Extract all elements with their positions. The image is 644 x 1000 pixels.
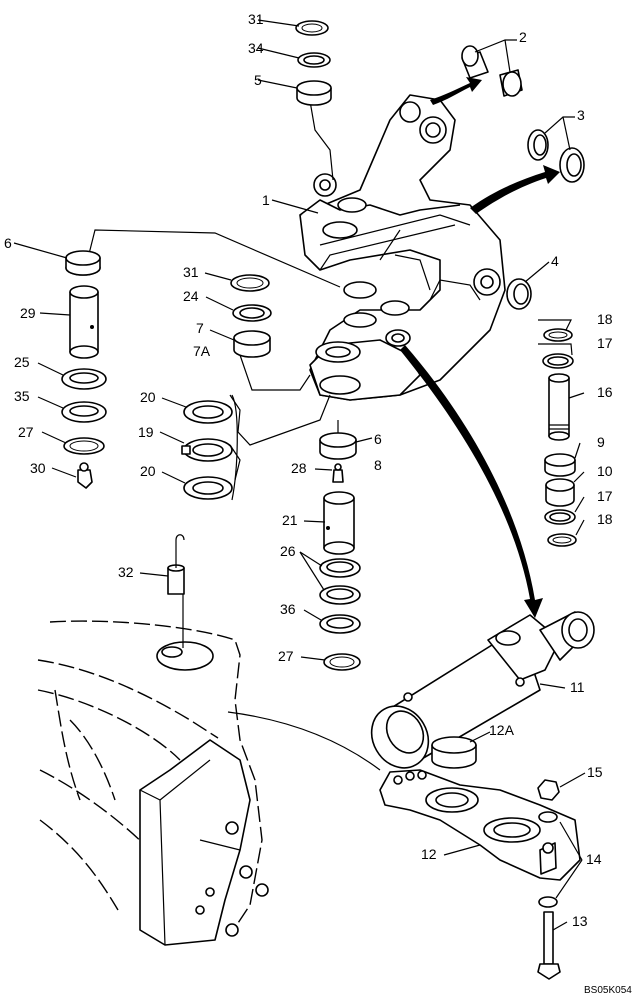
callout-30: 30: [30, 460, 46, 476]
bushing-10: [545, 478, 575, 507]
bushing-2b: [499, 69, 523, 97]
callout-26: 26: [280, 543, 296, 559]
callout-6-center: 6: [374, 431, 382, 447]
callout-25: 25: [14, 354, 30, 370]
washer-26a: [319, 558, 361, 578]
callout-24: 24: [183, 288, 199, 304]
callout-15: 15: [587, 764, 603, 780]
callout-leaders: [13, 19, 586, 931]
callout-7: 7: [196, 320, 204, 336]
callout-6-left: 6: [4, 235, 12, 251]
callout-28: 28: [291, 460, 307, 476]
bushing-6-center: [319, 432, 357, 460]
bushing-7: [233, 330, 271, 358]
callout-4: 4: [551, 253, 559, 269]
bushing-4: [506, 278, 532, 310]
washer-25: [61, 368, 107, 390]
bushing-9: [544, 453, 576, 477]
shim-19: [181, 438, 233, 462]
pin-16: [548, 373, 570, 441]
figure-code: BS05K054: [584, 985, 632, 996]
callout-8: 8: [374, 457, 382, 473]
bushing-6-left: [65, 250, 101, 276]
callout-11: 11: [570, 679, 585, 695]
grease-fitting-28: [332, 463, 344, 483]
callout-2: 2: [519, 29, 527, 45]
washer-35: [61, 401, 107, 423]
swing-bracket-assembly: [299, 94, 506, 401]
callout-16: 16: [597, 384, 613, 400]
center-lower-parts: [319, 432, 361, 671]
assembly-arrows: [400, 77, 560, 618]
bushing-5: [296, 80, 332, 106]
callout-18-bottom: 18: [597, 511, 613, 527]
callout-20-bottom: 20: [140, 463, 156, 479]
snap-ring-31-mid: [230, 274, 270, 292]
seal-18-top: [543, 328, 573, 342]
callout-35: 35: [14, 388, 30, 404]
swing-cylinder-11: [370, 611, 595, 769]
oring-17-top: [542, 353, 574, 369]
callout-21: 21: [282, 512, 298, 528]
bushing-3a: [527, 129, 549, 161]
bolt-13: [537, 911, 561, 980]
pin-21: [323, 491, 355, 555]
callout-17-bottom: 17: [597, 488, 613, 504]
washer-14-bottom: [538, 896, 558, 908]
shim-20-bottom: [183, 476, 233, 500]
callout-31-mid: 31: [183, 264, 199, 280]
washer-36: [319, 614, 361, 634]
callout-18-top: 18: [597, 311, 613, 327]
bushing-3b: [559, 147, 585, 183]
pin-32: [167, 534, 185, 595]
callout-10: 10: [597, 463, 613, 479]
callout-19: 19: [138, 424, 154, 440]
washer-34: [297, 52, 331, 68]
bushing-12a: [431, 736, 477, 769]
right-parts-stack: [542, 328, 577, 547]
callout-13: 13: [572, 913, 588, 929]
callout-27-center: 27: [278, 648, 294, 664]
washer-26b: [319, 585, 361, 605]
seal-18-bottom: [547, 533, 577, 547]
leader-lines: [87, 100, 381, 771]
callout-34: 34: [248, 40, 264, 56]
callout-3: 3: [577, 107, 585, 123]
left-parts-stack: [61, 250, 107, 489]
oring-17-bottom: [544, 509, 576, 525]
callout-36: 36: [280, 601, 296, 617]
nut-15: [537, 779, 560, 801]
callout-12: 12: [421, 846, 437, 862]
snap-ring-27-left: [63, 437, 105, 455]
snap-ring-27-center: [323, 653, 361, 671]
bushing-2a: [461, 45, 489, 79]
callout-17-top: 17: [597, 335, 613, 351]
washer-14-top: [538, 811, 558, 823]
washer-24: [232, 304, 272, 322]
pin-29: [69, 285, 99, 359]
callout-14: 14: [586, 851, 602, 867]
callout-27-left: 27: [18, 424, 34, 440]
callout-5: 5: [254, 72, 262, 88]
snap-ring-31-top: [295, 20, 329, 36]
middle-parts: [181, 274, 272, 501]
callout-31-top: 31: [248, 11, 264, 27]
callout-7a: 7A: [193, 343, 211, 359]
shim-20-top: [183, 400, 233, 424]
callout-1: 1: [262, 192, 270, 208]
callout-32: 32: [118, 564, 134, 580]
callout-labels: 31 34 5 2 3 1 4 6 29 25 35 27 30 31 24 7…: [4, 11, 632, 996]
callout-20-top: 20: [140, 389, 156, 405]
frame-chassis: [37, 620, 269, 946]
link-arm-12: [379, 769, 581, 881]
grease-fitting-30: [77, 462, 93, 489]
callout-9: 9: [597, 434, 605, 450]
top-parts: [295, 20, 585, 310]
callout-29: 29: [20, 305, 36, 321]
callout-12a: 12A: [489, 722, 515, 738]
